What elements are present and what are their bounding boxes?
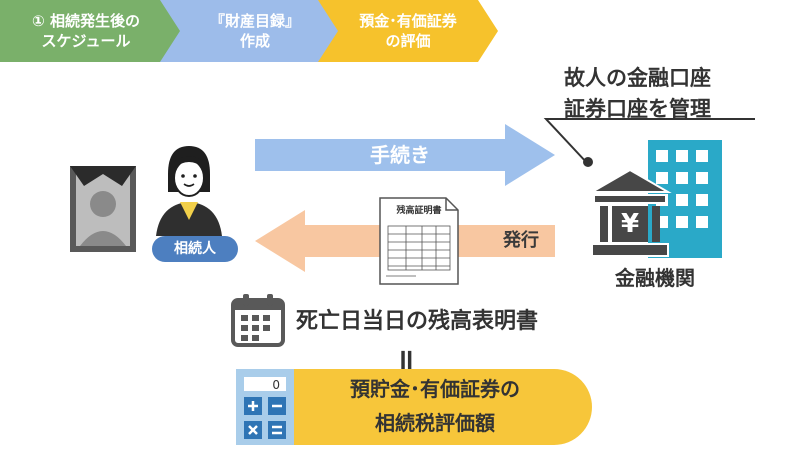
result-text: 預貯金･有価証券の 相続税評価額 xyxy=(350,377,520,435)
procedure-label: 手続き xyxy=(370,143,430,167)
account-management-callout: 故人の金融口座 証券口座を管理 xyxy=(525,63,750,125)
bank-icon: ¥ xyxy=(590,140,722,258)
calculator-icon: 0 xyxy=(236,369,294,445)
step-valuation[interactable]: 預金･有価証券 の評価 xyxy=(318,0,498,62)
calculator-display: 0 xyxy=(272,378,280,392)
person-icon xyxy=(156,146,222,236)
statement-label: 死亡日当日の残高表明書 xyxy=(296,309,539,334)
yen-symbol: ¥ xyxy=(621,209,639,239)
document-icon: 残高証明書 xyxy=(379,197,459,285)
step-inventory[interactable]: 『財産目録』 作成 xyxy=(160,0,350,62)
step-schedule[interactable]: ① 相続発生後の スケジュール xyxy=(0,0,192,62)
issue-label: 発行 xyxy=(503,230,539,251)
callout-line-2: 証券口座を管理 xyxy=(564,97,711,121)
step-label-3: 預金･有価証券 の評価 xyxy=(359,12,457,50)
heir-label: 相続人 xyxy=(152,236,238,262)
step-label-2: 『財産目録』 作成 xyxy=(209,12,300,50)
calendar-icon xyxy=(231,294,285,347)
document-title: 残高証明書 xyxy=(396,204,441,216)
step-label-1: ① 相続発生後の スケジュール xyxy=(32,12,140,50)
bank-label: 金融機関 xyxy=(615,266,695,290)
result-box xyxy=(292,369,592,445)
callout-line-1: 故人の金融口座 xyxy=(564,66,711,90)
callout-pointer-line xyxy=(543,118,755,167)
portrait-frame-icon xyxy=(70,166,136,252)
equals-sign: ॥ xyxy=(396,343,414,378)
